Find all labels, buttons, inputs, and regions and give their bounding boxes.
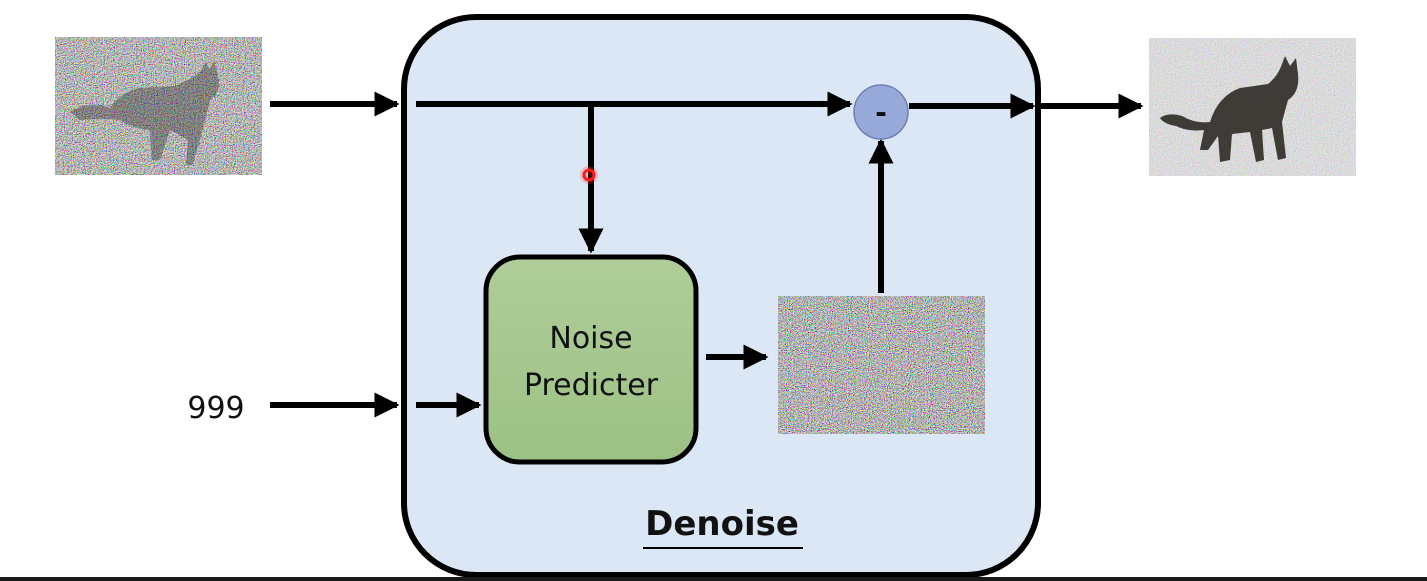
cat-silhouette-icon: [1160, 56, 1299, 162]
step-number-label: 999: [187, 391, 244, 426]
noise-predictor-label-line2: Predicter: [524, 368, 659, 403]
output-denoised-image: [1149, 38, 1356, 176]
noise-predictor-module: Noise Predicter: [483, 254, 699, 465]
pointer-cursor-indicator: [580, 166, 598, 184]
denoise-title: Denoise: [645, 504, 799, 544]
faint-cat-silhouette-icon: [70, 60, 219, 165]
noise-predictor-label-line1: Noise: [549, 321, 632, 356]
subtract-symbol: -: [875, 96, 887, 129]
subtract-operator: -: [853, 84, 909, 140]
input-noisy-image: [55, 37, 262, 175]
predicted-noise-image: [778, 296, 985, 434]
bottom-edge-strip: [0, 577, 1427, 581]
